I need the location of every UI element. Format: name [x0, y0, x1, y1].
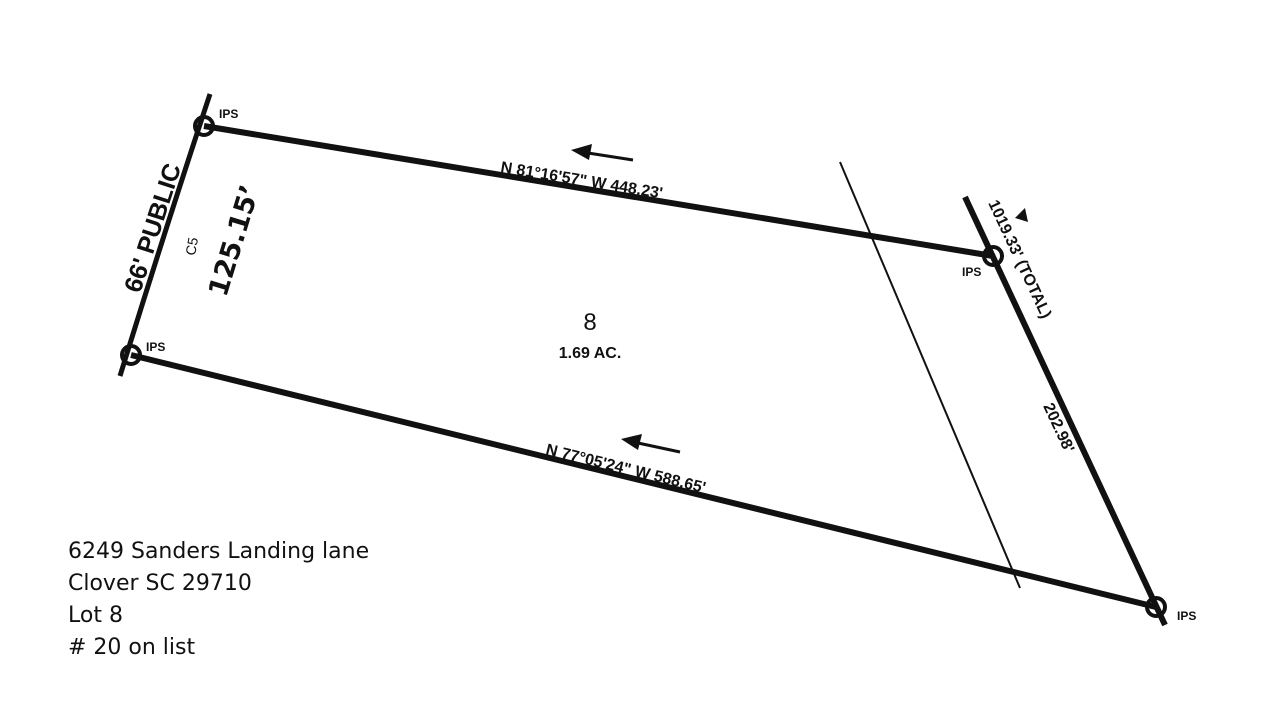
- pin-label-top-right: IPS: [962, 265, 981, 279]
- pin-marker: [982, 245, 1004, 267]
- bottom-bearing-label: N 77°05'24" W 588.65': [544, 441, 707, 497]
- easement-line: [839, 161, 1021, 589]
- address-list-number: # 20 on list: [68, 635, 196, 660]
- arrow-left-icon: [571, 144, 634, 162]
- pin-marker: [120, 344, 142, 366]
- address-block: 6249 Sanders Landing lane Clover SC 2971…: [68, 536, 369, 664]
- curve-length-label: 125.15’: [203, 182, 266, 301]
- bottom-boundary-line: [130, 352, 1157, 610]
- pin-marker: [193, 115, 215, 137]
- lot-acreage: 1.69 AC.: [559, 345, 622, 362]
- pin-label-bottom-left: IPS: [146, 340, 165, 354]
- curve-label: C5: [182, 236, 201, 257]
- address-lot: Lot 8: [68, 603, 123, 628]
- lot-number: 8: [583, 309, 596, 336]
- top-boundary-line: [203, 123, 994, 259]
- address-city: Clover SC 29710: [68, 571, 252, 596]
- arrow-up-icon: [1015, 208, 1028, 222]
- road-curve-line: [117, 93, 213, 377]
- pin-marker: [1145, 596, 1167, 618]
- pin-label-top-left: IPS: [219, 107, 238, 121]
- pin-label-bottom-right: IPS: [1177, 609, 1196, 623]
- right-boundary-line: [962, 195, 1168, 627]
- address-street: 6249 Sanders Landing lane: [68, 539, 370, 564]
- arrow-left-icon: [621, 434, 681, 454]
